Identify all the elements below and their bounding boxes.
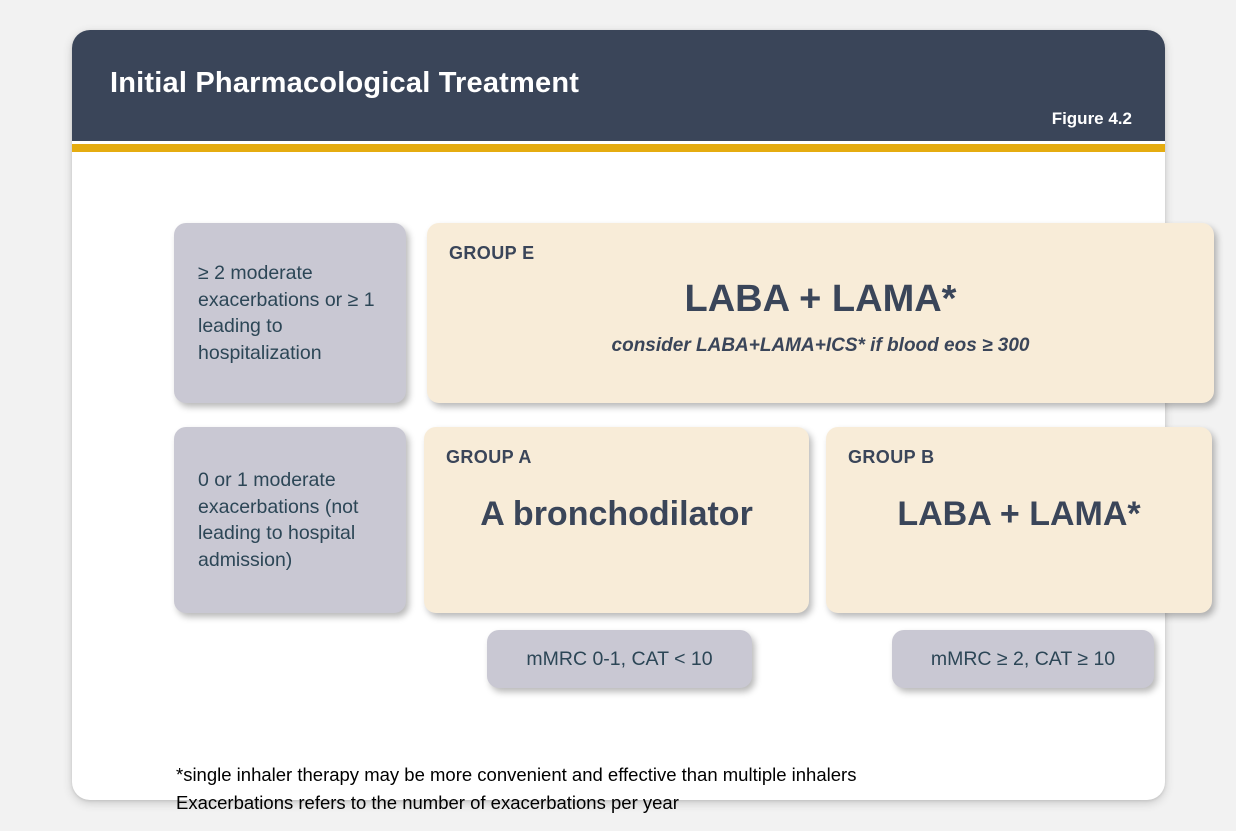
criteria-text-low-risk: 0 or 1 moderate exacerbations (not leadi… <box>198 469 359 571</box>
treatment-text-group-a: A bronchodilator <box>480 495 753 533</box>
figure-header: Initial Pharmacological Treatment Figure… <box>72 30 1165 141</box>
treatment-box-group-a: GROUP A A bronchodilator <box>424 427 809 613</box>
group-label-e: GROUP E <box>449 243 535 263</box>
page-title: Initial Pharmacological Treatment <box>110 67 580 99</box>
group-label-b: GROUP B <box>848 447 935 467</box>
figure-number-label: Figure 4.2 <box>1051 109 1132 128</box>
footnotes: *single inhaler therapy may be more conv… <box>176 761 856 817</box>
footnote-line-1: *single inhaler therapy may be more conv… <box>176 764 857 785</box>
treatment-text-group-b: LABA + LAMA* <box>897 495 1141 533</box>
criteria-box-low-risk: 0 or 1 moderate exacerbations (not leadi… <box>174 427 406 613</box>
treatment-text-group-e: LABA + LAMA* <box>684 278 957 320</box>
footnote-line-2: Exacerbations refers to the number of ex… <box>176 792 679 813</box>
treatment-box-group-e: GROUP E LABA + LAMA* consider LABA+LAMA+… <box>427 223 1214 403</box>
symptom-tag-text-group-b: mMRC ≥ 2, CAT ≥ 10 <box>930 647 1116 670</box>
symptom-tag-group-a: mMRC 0-1, CAT < 10 <box>487 630 752 688</box>
group-label-a: GROUP A <box>446 447 532 467</box>
symptom-tag-group-b: mMRC ≥ 2, CAT ≥ 10 <box>892 630 1154 688</box>
figure-card: Initial Pharmacological Treatment Figure… <box>72 30 1214 813</box>
treatment-note-group-e: consider LABA+LAMA+ICS* if blood eos ≥ 3… <box>611 335 1030 356</box>
symptom-tag-text-group-a: mMRC 0-1, CAT < 10 <box>526 647 713 670</box>
criteria-text-high-risk: ≥ 2 moderate exacerbations or ≥ 1 leadin… <box>198 262 375 364</box>
treatment-box-group-b: GROUP B LABA + LAMA* <box>826 427 1212 613</box>
criteria-box-high-risk: ≥ 2 moderate exacerbations or ≥ 1 leadin… <box>174 223 406 403</box>
header-accent-bar <box>72 144 1165 152</box>
